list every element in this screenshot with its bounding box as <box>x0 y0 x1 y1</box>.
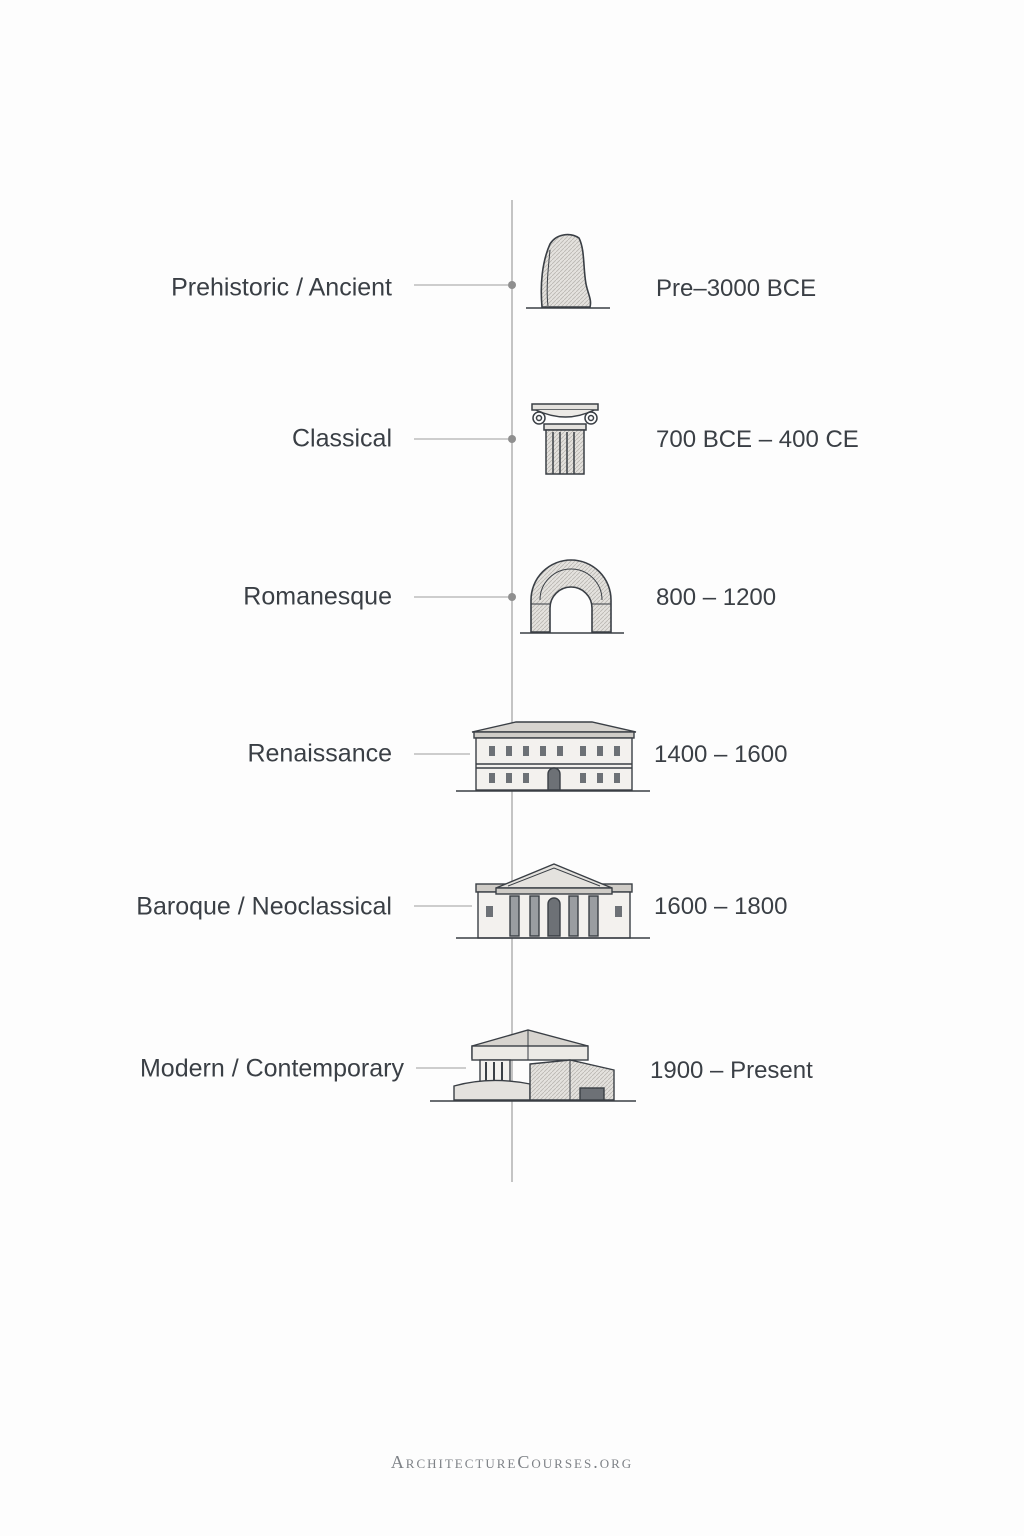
portico-temple-icon <box>456 863 650 939</box>
era-dates-baroque: 1600 – 1800 <box>654 893 788 920</box>
era-label-romanesque: Romanesque <box>243 582 392 611</box>
modern-house-icon <box>430 1029 636 1102</box>
timeline-dot <box>508 435 516 443</box>
timeline-dot <box>508 281 516 289</box>
era-dates-romanesque: 800 – 1200 <box>656 584 777 611</box>
era-dates-prehistoric: Pre–3000 BCE <box>656 275 817 302</box>
era-label-modern: Modern / Contemporary <box>139 1054 404 1083</box>
era-label-renaissance: Renaissance <box>247 739 392 768</box>
era-label-classical: Classical <box>291 424 392 453</box>
standing-stone-icon <box>526 233 610 309</box>
ionic-column-icon <box>531 403 599 475</box>
footer-site-name[interactable]: ArchitectureCourses.org <box>390 1452 634 1472</box>
era-dates-classical: 700 BCE – 400 CE <box>656 426 859 453</box>
era-label-baroque: Baroque / Neoclassical <box>136 892 392 921</box>
era-label-prehistoric: Prehistoric / Ancient <box>171 273 392 302</box>
palazzo-icon <box>456 721 650 792</box>
round-arch-icon <box>520 559 624 634</box>
era-dates-renaissance: 1400 – 1600 <box>654 741 788 768</box>
timeline-dot <box>508 593 516 601</box>
era-dates-modern: 1900 – Present <box>650 1057 813 1084</box>
